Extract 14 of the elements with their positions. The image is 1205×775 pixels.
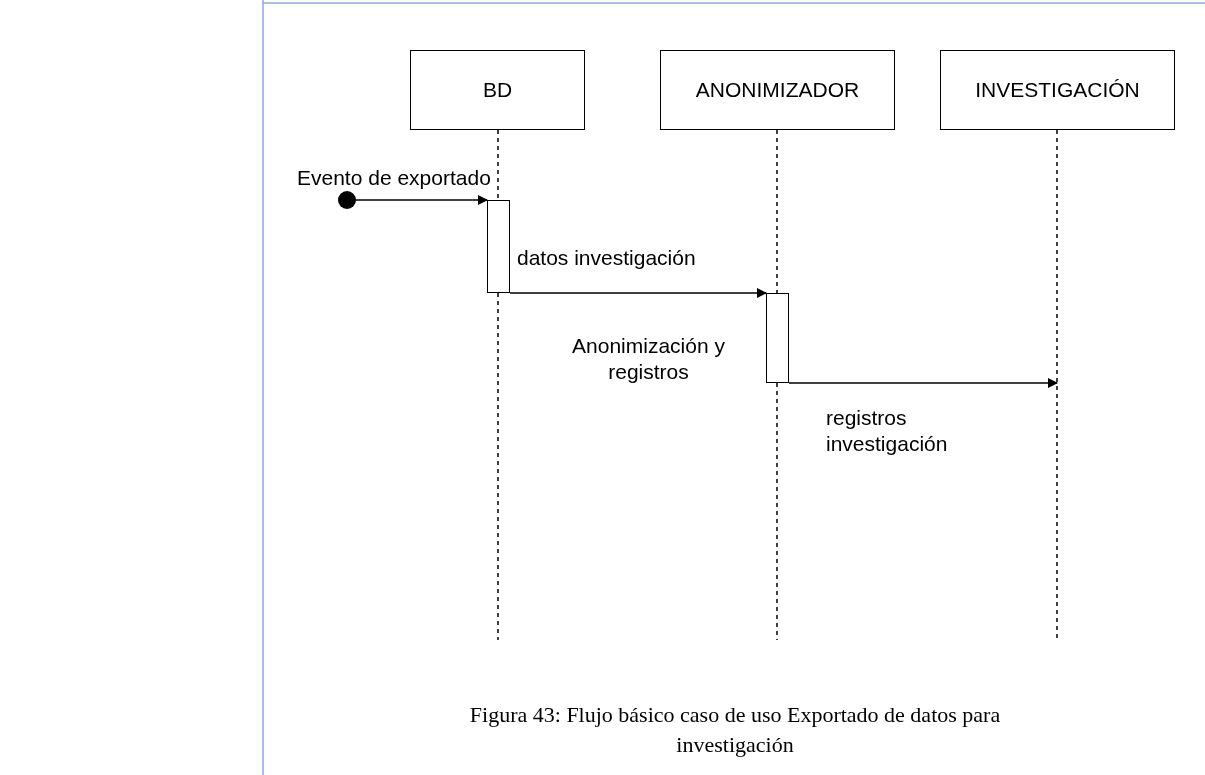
participant-box: INVESTIGACIÓN <box>940 50 1175 130</box>
participant-box: ANONIMIZADOR <box>660 50 895 130</box>
participant-box: BD <box>410 50 585 130</box>
activation-bar <box>487 200 510 293</box>
message-label: datos investigación <box>517 245 696 271</box>
start-dot <box>338 191 356 209</box>
lifeline <box>776 129 778 294</box>
lifeline <box>497 129 499 201</box>
figure-caption: Figura 43: Flujo básico caso de uso Exportado de datos para investigación <box>468 701 1002 759</box>
activation-bar <box>766 293 789 383</box>
message-arrow <box>788 378 1058 388</box>
message-arrow <box>355 195 488 205</box>
activation-note: Anonimización y registros <box>571 333 726 385</box>
message-arrow <box>509 288 767 298</box>
